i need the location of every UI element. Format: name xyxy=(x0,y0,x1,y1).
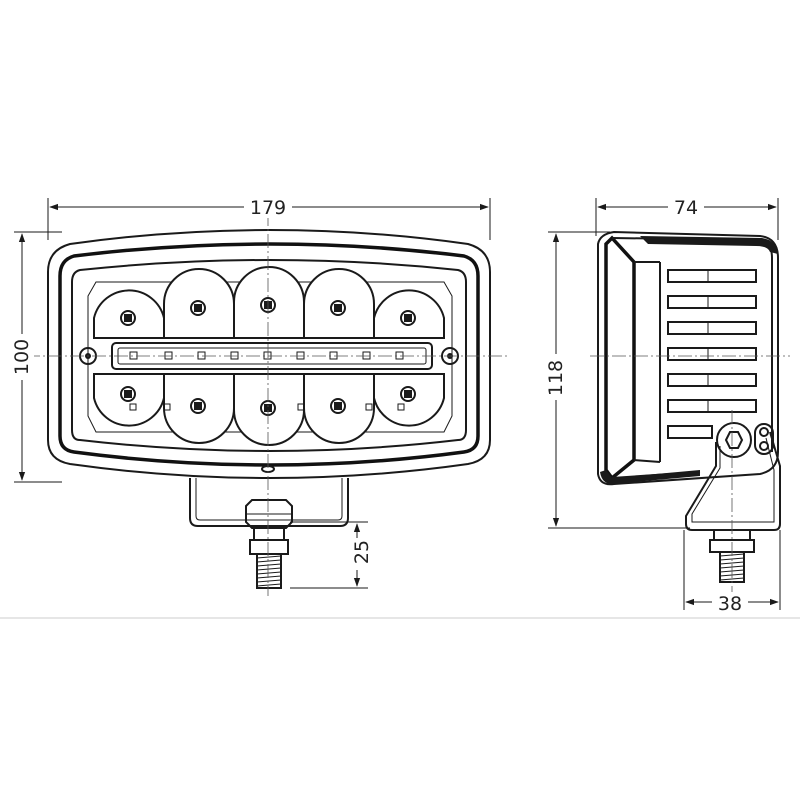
lower-led-row xyxy=(93,373,445,446)
dimension-bracket-width: 38 xyxy=(683,530,781,615)
upper-led-row xyxy=(93,266,445,339)
height-label: 100 xyxy=(11,339,33,375)
front-bezel xyxy=(71,259,467,452)
side-height-label: 118 xyxy=(545,360,567,396)
dimension-depth: 74 xyxy=(595,196,779,240)
cooling-fins xyxy=(667,269,757,439)
dimension-width: 179 xyxy=(47,196,491,240)
depth-label: 74 xyxy=(674,197,698,219)
side-mount-bracket xyxy=(685,422,781,583)
led-lens xyxy=(303,268,375,339)
side-view xyxy=(590,230,790,600)
front-housing-outer xyxy=(47,229,491,479)
front-mount-bracket xyxy=(189,478,349,589)
dimension-mount-height: 25 xyxy=(290,521,373,589)
led-lens xyxy=(93,373,165,427)
led-lens xyxy=(373,373,445,427)
reflector-panel xyxy=(87,281,453,433)
led-lens xyxy=(163,268,235,339)
bracket-width-label: 38 xyxy=(718,593,742,615)
front-housing-inner xyxy=(58,242,480,467)
width-label: 179 xyxy=(250,197,286,219)
mount-height-label: 25 xyxy=(351,540,373,564)
dimension-side-height: 118 xyxy=(544,231,690,529)
front-view xyxy=(26,212,510,596)
dimension-height: 100 xyxy=(10,231,62,483)
